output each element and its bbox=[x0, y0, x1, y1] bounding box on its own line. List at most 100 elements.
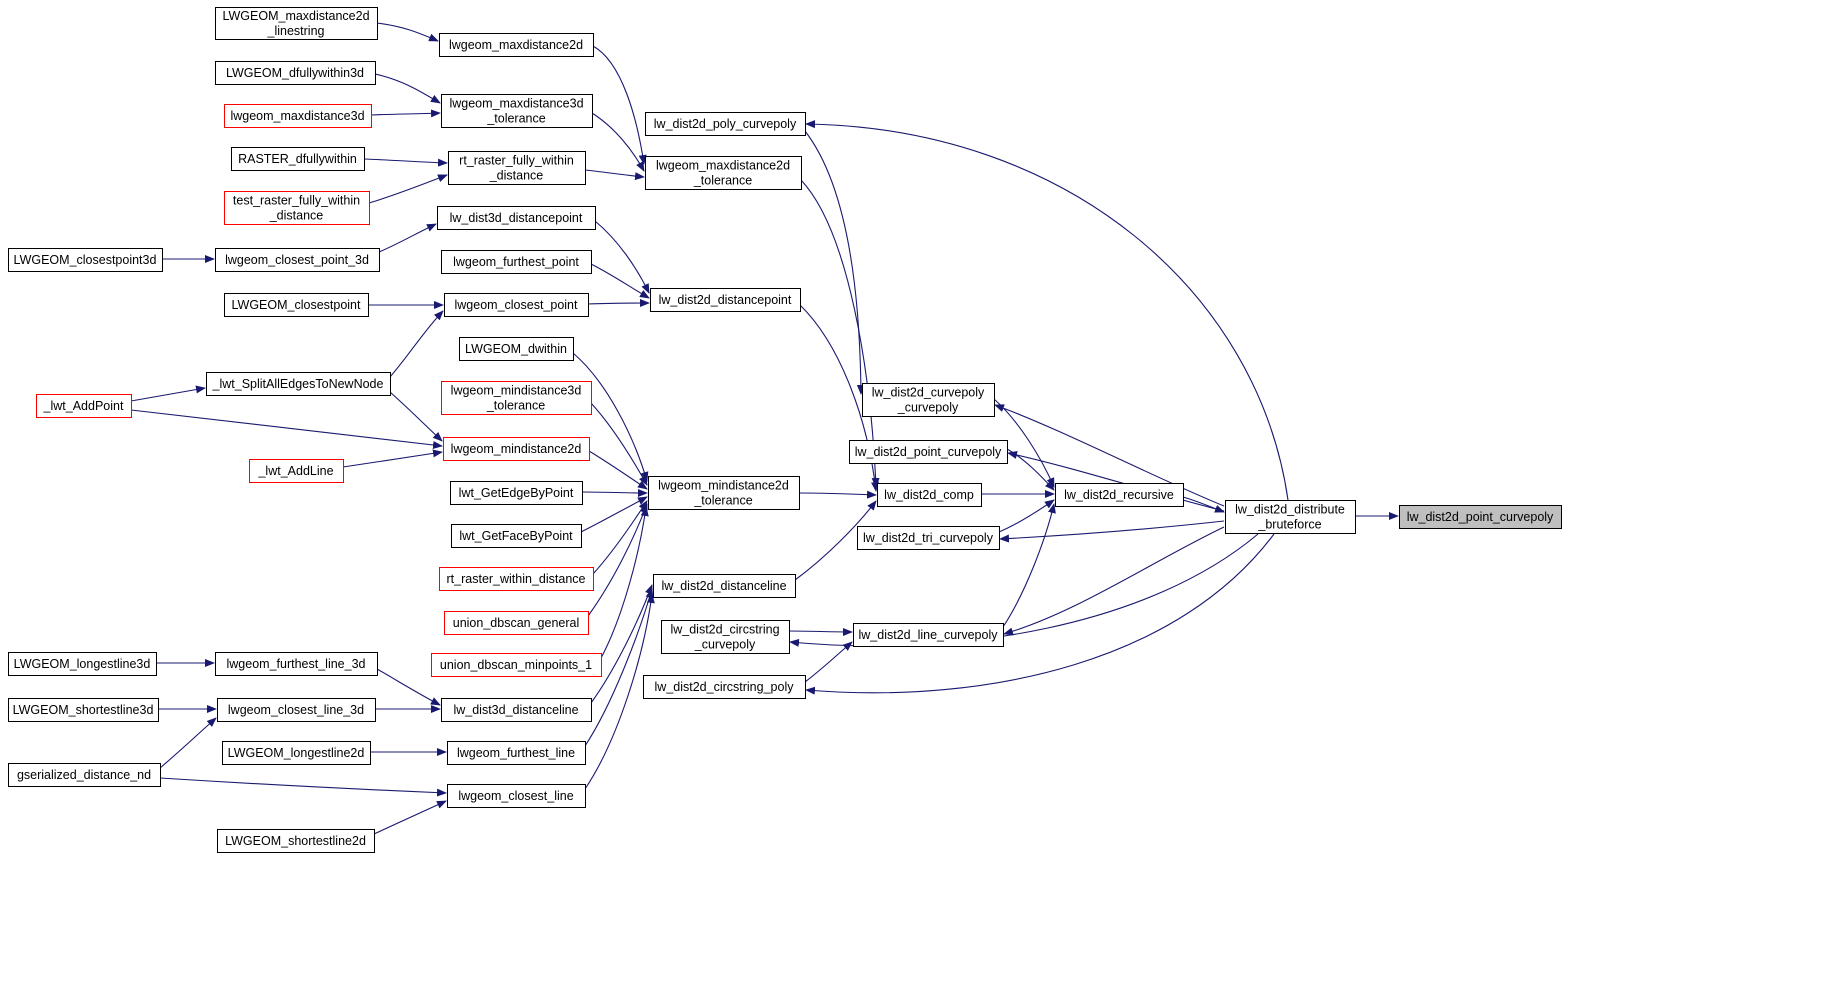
node-test_raster_fully_within_distance[interactable]: test_raster_fully_within_distance bbox=[224, 191, 370, 225]
node-box bbox=[862, 383, 995, 417]
edge-lwt_GetEdgeByPoint--lwgeom_mindistance2d_tolerance bbox=[581, 488, 648, 497]
node-lw_dist2d_distancepoint[interactable]: lw_dist2d_distancepoint bbox=[650, 288, 801, 312]
node-LWGEOM_dwithin[interactable]: LWGEOM_dwithin bbox=[459, 337, 574, 361]
node-rt_raster_within_distance[interactable]: rt_raster_within_distance bbox=[439, 567, 594, 591]
node-label: lwgeom_maxdistance3d bbox=[230, 109, 364, 123]
node-label: lw_dist3d_distancepoint bbox=[450, 211, 583, 225]
node-LWGEOM_closestpoint3d[interactable]: LWGEOM_closestpoint3d bbox=[8, 248, 163, 272]
edge-_lwt_AddLine--lwgeom_mindistance2d bbox=[342, 449, 443, 468]
node-box bbox=[224, 104, 372, 128]
node-box bbox=[1225, 500, 1356, 534]
node-lwgeom_maxdistance3d[interactable]: lwgeom_maxdistance3d bbox=[224, 104, 372, 128]
node-lwt_GetEdgeByPoint[interactable]: lwt_GetEdgeByPoint bbox=[450, 481, 583, 505]
node-lw_dist2d_line_curvepoly[interactable]: lw_dist2d_line_curvepoly bbox=[853, 623, 1004, 647]
node-LWGEOM_maxdistance2d_linestring[interactable]: LWGEOM_maxdistance2d_linestring bbox=[215, 7, 378, 40]
node-label: lw_dist2d_distribute_bruteforce bbox=[1235, 502, 1345, 531]
node-label: lw_dist2d_curvepoly_curvepoly bbox=[872, 385, 985, 414]
edge-lw_dist2d_circstring_curvepoly--lw_dist2d_line_curvepoly bbox=[788, 627, 853, 636]
node-LWGEOM_shortestline3d[interactable]: LWGEOM_shortestline3d bbox=[8, 698, 159, 722]
node-label: lwgeom_furthest_point bbox=[453, 255, 579, 269]
node-lwgeom_furthest_line_3d[interactable]: lwgeom_furthest_line_3d bbox=[215, 652, 378, 676]
edge-lwgeom_closest_line--lw_dist2d_distanceline bbox=[584, 593, 655, 790]
node-lw_dist2d_tri_curvepoly[interactable]: lw_dist2d_tri_curvepoly bbox=[857, 526, 1000, 550]
node-union_dbscan_general[interactable]: union_dbscan_general bbox=[444, 611, 589, 635]
node-lw_dist2d_distanceline[interactable]: lw_dist2d_distanceline bbox=[653, 574, 796, 598]
edge-lw_dist2d_distribute_bruteforce--lw_dist2d_poly_curvepoly bbox=[805, 120, 1289, 501]
edge-union_dbscan_minpoints_1--lwgeom_mindistance2d_tolerance bbox=[600, 506, 649, 659]
edge-lwgeom_mindistance3d_tolerance--lwgeom_mindistance2d_tolerance bbox=[590, 402, 648, 486]
node-label: LWGEOM_shortestline3d bbox=[13, 703, 154, 717]
node-LWGEOM_dfullywithin3d[interactable]: LWGEOM_dfullywithin3d bbox=[215, 61, 376, 85]
node-_lwt_AddLine[interactable]: _lwt_AddLine bbox=[249, 459, 344, 483]
node-lw_dist3d_distanceline[interactable]: lw_dist3d_distanceline bbox=[441, 698, 592, 722]
node-union_dbscan_minpoints_1[interactable]: union_dbscan_minpoints_1 bbox=[431, 653, 602, 677]
node-lwgeom_maxdistance3d_tolerance[interactable]: lwgeom_maxdistance3d_tolerance bbox=[441, 94, 593, 128]
edge-lwgeom_maxdistance3d--lwgeom_maxdistance3d_tolerance bbox=[370, 109, 441, 118]
node-rt_raster_fully_within_distance[interactable]: rt_raster_fully_within_distance bbox=[448, 151, 586, 185]
node-lwgeom_mindistance2d_tolerance[interactable]: lwgeom_mindistance2d_tolerance bbox=[648, 476, 800, 510]
node-label: lwgeom_closest_point bbox=[455, 298, 579, 312]
node-lw_dist2d_point_curvepoly[interactable]: lw_dist2d_point_curvepoly bbox=[849, 440, 1008, 464]
node-gserialized_distance_nd[interactable]: gserialized_distance_nd bbox=[8, 763, 161, 787]
node-label: lw_dist2d_point_curvepoly bbox=[855, 445, 1002, 459]
node-LWGEOM_shortestline2d[interactable]: LWGEOM_shortestline2d bbox=[217, 829, 375, 853]
node-LWGEOM_longestline2d[interactable]: LWGEOM_longestline2d bbox=[222, 741, 371, 765]
edge-lwt_GetFaceByPoint--lwgeom_mindistance2d_tolerance bbox=[580, 496, 648, 533]
node-lw_dist2d_recursive[interactable]: lw_dist2d_recursive bbox=[1055, 483, 1184, 507]
node-label: LWGEOM_closestpoint bbox=[232, 298, 362, 312]
node-box bbox=[206, 372, 391, 396]
node-box bbox=[450, 481, 583, 505]
edge-RASTER_dfullywithin--rt_raster_fully_within_distance bbox=[363, 158, 448, 167]
node-box bbox=[8, 763, 161, 787]
edge-lw_dist3d_distanceline--lw_dist2d_distanceline bbox=[590, 584, 653, 704]
node-lwgeom_mindistance2d[interactable]: lwgeom_mindistance2d bbox=[443, 437, 590, 461]
node-LWGEOM_longestline3d[interactable]: LWGEOM_longestline3d bbox=[8, 652, 157, 676]
edge-layer bbox=[130, 22, 1399, 835]
node-label: lwgeom_closest_line_3d bbox=[228, 703, 364, 717]
node-label: lw_dist2d_poly_curvepoly bbox=[654, 117, 797, 131]
node-label: _lwt_AddLine bbox=[257, 464, 333, 478]
edge-lw_dist2d_distribute_bruteforce--lw_dist2d_curvepoly_curvepoly bbox=[994, 404, 1225, 507]
node-label: LWGEOM_shortestline2d bbox=[225, 834, 366, 848]
node-label: lwgeom_furthest_line_3d bbox=[227, 657, 366, 671]
node-box bbox=[224, 293, 369, 317]
node-lwgeom_closest_line[interactable]: lwgeom_closest_line bbox=[447, 784, 586, 808]
node-box bbox=[853, 623, 1004, 647]
node-RASTER_dfullywithin[interactable]: RASTER_dfullywithin bbox=[231, 147, 365, 171]
node-box bbox=[441, 250, 592, 274]
node-box bbox=[215, 7, 378, 40]
node-label: lw_dist2d_line_curvepoly bbox=[859, 628, 999, 642]
node-box bbox=[645, 112, 806, 136]
node-lw_dist2d_distribute_bruteforce[interactable]: lw_dist2d_distribute_bruteforce bbox=[1225, 500, 1356, 534]
node-label: union_dbscan_general bbox=[453, 616, 580, 630]
edge-lwgeom_furthest_point--lw_dist2d_distancepoint bbox=[590, 263, 650, 299]
node-box bbox=[222, 741, 371, 765]
node-lwgeom_maxdistance2d_tolerance[interactable]: lwgeom_maxdistance2d_tolerance bbox=[645, 156, 802, 190]
node-lwgeom_maxdistance2d[interactable]: lwgeom_maxdistance2d bbox=[439, 33, 594, 57]
node-lwt_GetFaceByPoint[interactable]: lwt_GetFaceByPoint bbox=[451, 524, 582, 548]
node-box bbox=[217, 829, 375, 853]
node-_lwt_SplitAllEdgesToNewNode[interactable]: _lwt_SplitAllEdgesToNewNode bbox=[206, 372, 391, 396]
node-lwgeom_furthest_point[interactable]: lwgeom_furthest_point bbox=[441, 250, 592, 274]
node-box bbox=[443, 437, 590, 461]
node-lwgeom_mindistance3d_tolerance[interactable]: lwgeom_mindistance3d_tolerance bbox=[441, 381, 592, 415]
node-lw_dist3d_distancepoint[interactable]: lw_dist3d_distancepoint bbox=[437, 206, 596, 230]
node-lw_dist2d_curvepoly_curvepoly[interactable]: lw_dist2d_curvepoly_curvepoly bbox=[862, 383, 995, 417]
node-lwgeom_closest_point[interactable]: lwgeom_closest_point bbox=[444, 293, 589, 317]
node-lw_dist2d_poly_curvepoly[interactable]: lw_dist2d_poly_curvepoly bbox=[645, 112, 806, 136]
node-_lwt_AddPoint[interactable]: _lwt_AddPoint bbox=[36, 394, 132, 418]
node-box bbox=[645, 156, 802, 190]
node-lwgeom_closest_line_3d[interactable]: lwgeom_closest_line_3d bbox=[217, 698, 376, 722]
node-lw_dist2d_comp[interactable]: lw_dist2d_comp bbox=[877, 483, 982, 507]
edge-lwgeom_furthest_line_3d--lw_dist3d_distanceline bbox=[376, 668, 441, 706]
node-lw_dist2d_circstring_curvepoly[interactable]: lw_dist2d_circstring_curvepoly bbox=[661, 620, 790, 654]
edge-lw_dist2d_circstring_poly--lw_dist2d_line_curvepoly bbox=[804, 641, 853, 683]
node-box bbox=[8, 652, 157, 676]
node-lwgeom_furthest_line[interactable]: lwgeom_furthest_line bbox=[447, 741, 586, 765]
node-lw_dist2d_circstring_poly[interactable]: lw_dist2d_circstring_poly bbox=[643, 675, 806, 699]
node-label: lwt_GetFaceByPoint bbox=[459, 529, 573, 543]
node-lwgeom_closest_point_3d[interactable]: lwgeom_closest_point_3d bbox=[215, 248, 380, 272]
node-LWGEOM_closestpoint[interactable]: LWGEOM_closestpoint bbox=[224, 293, 369, 317]
